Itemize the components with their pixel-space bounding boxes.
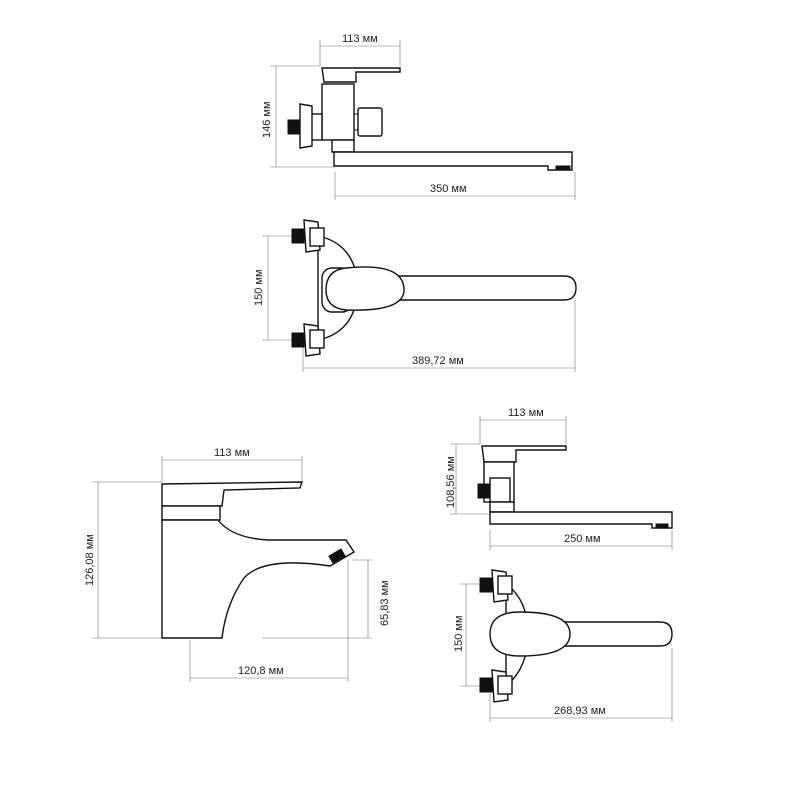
wall-flange [299,103,313,149]
upper-inlet-connector [291,228,305,244]
side-knob [357,107,383,137]
small-eccentric-nut [489,477,511,503]
small-lower-inlet [479,677,493,693]
lever-handle [321,67,401,83]
label-small-spout: 250 мм [564,533,601,545]
label-top-height: 146 мм [261,101,273,138]
lower-inlet-connector [291,332,305,348]
label-small-width: 113 мм [508,407,544,419]
label-basin-reach-value: 120,8 мм [238,665,284,677]
small-inlet-connector [477,483,491,499]
long-spout [333,151,573,171]
small-lever-handle [481,445,567,463]
label-top-width: 113 мм [342,33,378,45]
small-front-lever [489,611,571,657]
label-basin-height: 126,08 мм [84,534,96,586]
basin-lever-handle [161,481,303,507]
label-small-height: 108,56 мм [445,456,457,508]
label-basin-width: 113 мм [214,447,250,459]
small-swivel [489,501,515,513]
basin-aerator [328,548,346,564]
small-spout [489,511,673,529]
basin-cartridge [161,505,221,521]
basin-body [161,519,355,639]
small-mixer-side-view: 113 мм 108,56 мм 250 мм [445,407,673,550]
small-aerator [655,523,669,529]
label-front-length: 389,72 мм [412,355,464,367]
inlet-connector [287,119,301,135]
small-front-spout [559,621,673,647]
label-basin-spout-height: 65,83 мм [379,580,391,626]
label-small-front-height: 150 мм [453,615,465,652]
small-mixer-front-view: 150 мм 268,93 мм [453,569,673,722]
basin-mixer-view: 113 мм 126,08 мм 65,83 мм 120,8 мм [84,447,391,682]
label-front-height: 150 мм [253,269,265,306]
small-upper-inlet [479,577,493,593]
label-top-spout: 350 мм [430,183,467,195]
top-mixer-side-view: 113 мм 146 мм 350 мм [261,33,576,200]
front-spout [389,275,577,301]
top-mixer-front-view: 150 мм 389,72 мм [253,219,577,372]
aerator [555,165,571,171]
mixer-body [321,83,355,141]
front-lever [325,266,405,311]
swivel-joint [331,139,355,153]
label-small-front-length: 268,93 мм [554,705,606,717]
